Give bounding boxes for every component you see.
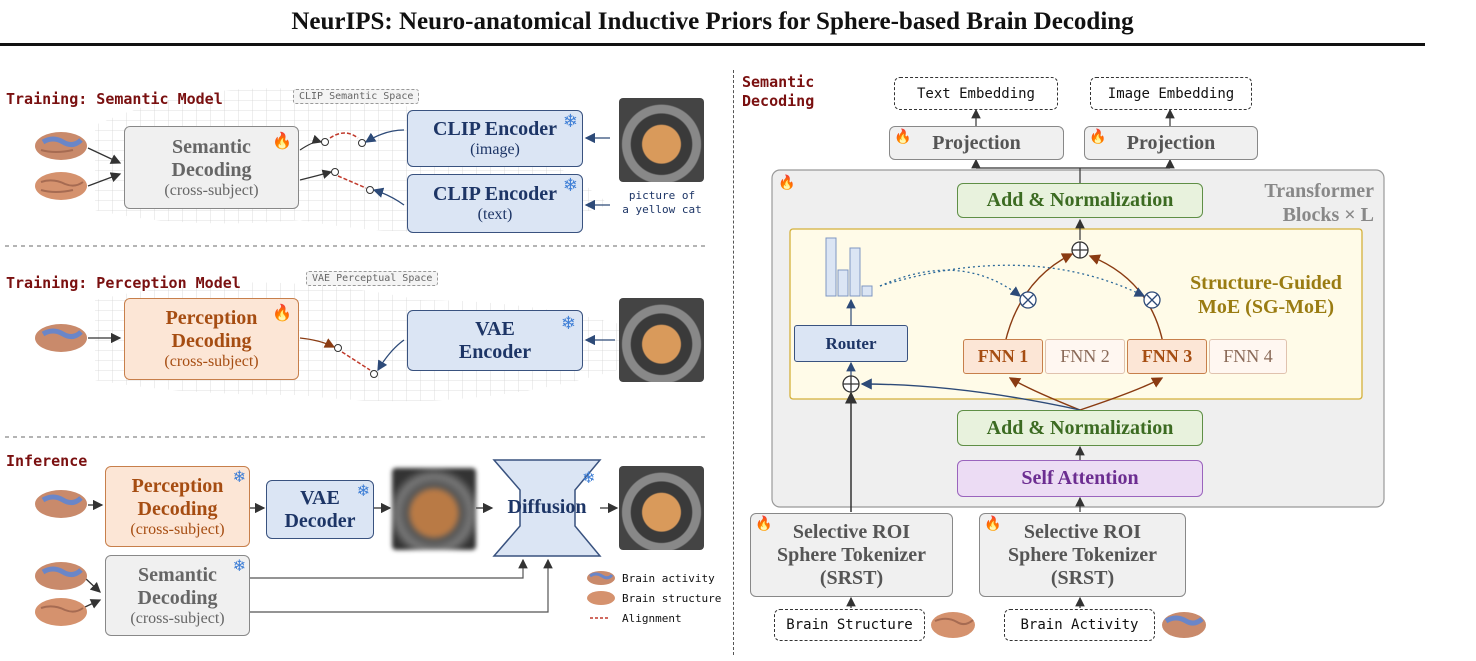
router-box: Router (794, 325, 908, 362)
flame-icon: 🔥 (1089, 130, 1107, 145)
fnn-1-box: FNN 1 (963, 339, 1043, 374)
fnn-2-box: FNN 2 (1045, 339, 1125, 374)
snowflake-icon: ❄ (562, 175, 578, 195)
transformer-blocks-label: Transformer Blocks × L (1264, 180, 1374, 226)
brain-activity-input: Brain Activity (1004, 609, 1155, 641)
flame-icon: 🔥 (272, 305, 292, 322)
legend-brain-activity: Brain activity (622, 571, 715, 585)
vae-space-tag: VAE Perceptual Space (306, 271, 439, 286)
brain-activity-icon (33, 322, 89, 354)
fnn-3-box: FNN 3 (1127, 339, 1207, 374)
snowflake-icon: ❄ (356, 483, 370, 500)
snowflake-icon: ❄ (232, 469, 246, 486)
brain-activity-icon (33, 560, 89, 592)
add-norm-bottom-box: Add & Normalization (957, 410, 1203, 446)
vae-encoder-box: VAE Encoder ❄ (407, 310, 583, 371)
legend-alignment: Alignment (622, 611, 682, 625)
srst-right-box: Selective ROI Sphere Tokenizer (SRST) 🔥 (979, 513, 1186, 597)
blurry-cat-photo (392, 468, 476, 550)
clip-space-tag: CLIP Semantic Space (293, 89, 420, 104)
flame-icon: 🔥 (778, 176, 796, 191)
projection-right-box: Projection 🔥 (1084, 126, 1258, 160)
sgmoe-label: Structure-Guided MoE (SG-MoE) (1190, 272, 1342, 318)
diffusion-label: Diffusion (507, 496, 587, 518)
flame-icon: 🔥 (272, 133, 292, 150)
image-embedding-box: Image Embedding (1090, 77, 1252, 110)
brain-activity-icon (1160, 610, 1208, 640)
perception-decoding-box: Perception Decoding (cross-subject) 🔥 (124, 298, 299, 380)
cat-photo (619, 98, 704, 182)
title-rule (0, 43, 1425, 46)
text-embedding-box: Text Embedding (894, 77, 1058, 110)
self-attention-box: Self Attention (957, 460, 1203, 497)
column-separator (733, 70, 734, 655)
snowflake-icon: ❄ (582, 470, 596, 487)
brain-structure-input: Brain Structure (774, 609, 925, 641)
caption-text: picture of a yellow cat (622, 189, 702, 216)
alignment-icon (590, 617, 610, 619)
inference-perception-box: Perception Decoding (cross-subject) ❄ (105, 466, 250, 547)
clip-encoder-text-box: CLIP Encoder (text) ❄ (407, 174, 583, 233)
brain-activity-icon (33, 130, 89, 162)
legend-brain-structure: Brain structure (622, 591, 722, 605)
brain-structure-icon (33, 596, 89, 628)
training-semantic-label: Training: Semantic Model (6, 90, 223, 108)
training-perception-label: Training: Perception Model (6, 274, 241, 292)
flame-icon: 🔥 (894, 130, 912, 145)
flame-icon: 🔥 (755, 517, 773, 532)
clip-encoder-image-box: CLIP Encoder (image) ❄ (407, 110, 583, 167)
legend: Brain activity Brain structure Alignment (586, 568, 726, 628)
brain-activity-icon (587, 571, 615, 585)
cat-photo (619, 298, 704, 382)
snowflake-icon: ❄ (562, 111, 578, 131)
semantic-decoding-box: Semantic Decoding (cross-subject) 🔥 (124, 126, 299, 209)
brain-structure-icon (929, 610, 977, 640)
flame-icon: 🔥 (984, 517, 1002, 532)
brain-structure-icon (587, 591, 615, 605)
brain-structure-icon (33, 170, 89, 202)
srst-left-box: Selective ROI Sphere Tokenizer (SRST) 🔥 (750, 513, 953, 597)
brain-activity-icon (33, 488, 89, 520)
vae-decoder-box: VAE Decoder ❄ (266, 480, 374, 539)
fnn-4-box: FNN 4 (1209, 339, 1287, 374)
projection-left-box: Projection 🔥 (889, 126, 1064, 160)
semantic-decoding-label: Semantic Decoding (742, 73, 815, 110)
snowflake-icon: ❄ (232, 558, 246, 575)
page-title: NeurIPS: Neuro-anatomical Inductive Prio… (291, 8, 1134, 35)
cat-photo (619, 466, 704, 550)
snowflake-icon: ❄ (560, 313, 576, 333)
inference-semantic-box: Semantic Decoding (cross-subject) ❄ (105, 555, 250, 636)
inference-label: Inference (6, 452, 88, 470)
add-norm-top-box: Add & Normalization (957, 183, 1203, 218)
